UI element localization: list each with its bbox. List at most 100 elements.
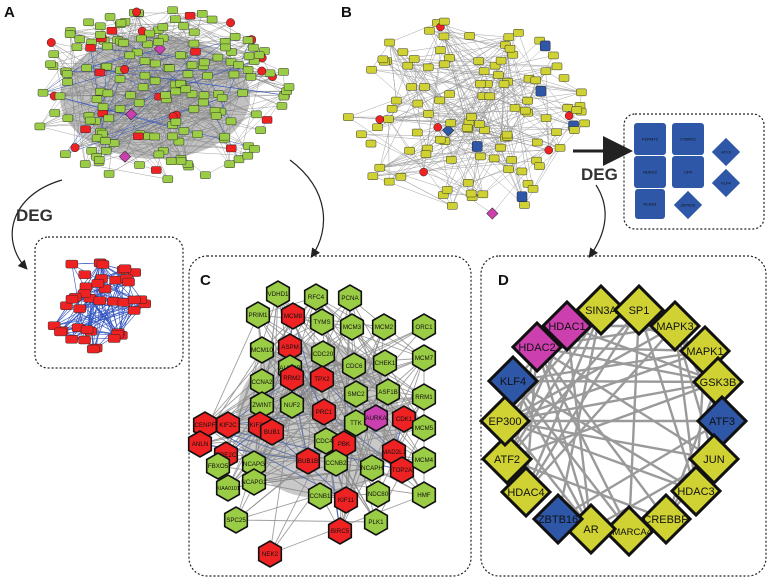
gene-node-yellow xyxy=(475,80,486,88)
gene-node-green xyxy=(118,39,129,47)
gene-node-green xyxy=(170,87,181,96)
network-edge-blue xyxy=(111,30,232,122)
gene-node-red xyxy=(391,405,417,433)
gene-node-yellow xyxy=(569,126,580,134)
gene-node-yellow xyxy=(412,99,424,108)
gene-node-red xyxy=(80,125,91,133)
network-edge xyxy=(402,36,509,53)
gene-node-red xyxy=(132,7,142,17)
gene-node-label: NUF2 xyxy=(284,402,301,409)
gene-node-label: RRM2 xyxy=(283,375,301,382)
gene-node-yellow xyxy=(612,283,666,337)
gene-node-label: BIRC5 xyxy=(331,528,350,535)
deg-b-node xyxy=(672,123,704,155)
network-edge xyxy=(66,73,86,165)
network-edge-blue xyxy=(100,41,226,132)
gene-node-label: CDK1 xyxy=(396,416,413,423)
deg-node-red xyxy=(80,325,94,334)
gene-node-yellow xyxy=(424,27,435,35)
network-edge xyxy=(39,21,126,127)
gene-node-label: CHEK1 xyxy=(375,360,396,367)
gene-node-green xyxy=(54,92,66,100)
gene-node-green xyxy=(164,64,175,72)
gene-node-yellow xyxy=(464,32,475,40)
gene-node-green xyxy=(215,474,241,502)
network-edge xyxy=(379,147,561,168)
network-edge xyxy=(469,35,561,149)
deg-edge xyxy=(60,301,114,333)
gene-node-green xyxy=(144,29,155,38)
network-edge xyxy=(536,346,667,520)
gene-node-yellow xyxy=(532,138,543,147)
network-edge xyxy=(382,59,481,157)
gene-node-green xyxy=(237,89,248,97)
gene-node-label: NCAPG2 xyxy=(241,479,267,486)
network-edge xyxy=(444,21,506,138)
panel-b-network xyxy=(343,17,590,220)
network-edge xyxy=(402,51,481,157)
gene-node-green xyxy=(411,313,437,341)
deg-node-red xyxy=(109,275,122,285)
network-edge xyxy=(444,45,546,142)
gene-node-green xyxy=(242,36,254,44)
gene-node-yellow xyxy=(402,61,414,70)
gene-node-red xyxy=(94,68,106,77)
gene-node-magenta xyxy=(363,404,389,432)
gene-node-green xyxy=(372,349,398,377)
network-edge xyxy=(69,34,76,148)
gene-node-yellow xyxy=(423,110,434,118)
network-edge xyxy=(139,15,191,135)
network-edge xyxy=(371,69,581,107)
network-edge xyxy=(67,62,205,75)
network-edge xyxy=(673,325,716,460)
gene-node-yellow xyxy=(540,67,552,75)
gene-node-yellow xyxy=(571,106,583,114)
gene-node-label: CCNB1 xyxy=(310,493,332,500)
gene-node-green xyxy=(91,95,103,104)
network-edge xyxy=(471,116,561,149)
network-edge xyxy=(391,36,509,109)
gene-node-label: MCM3 xyxy=(343,324,362,331)
gene-node-label: SIN3A xyxy=(585,305,617,317)
gene-node-green xyxy=(102,89,114,98)
gene-node-label: NDC80 xyxy=(368,491,389,498)
gene-node-green xyxy=(303,283,329,311)
gene-node-green xyxy=(134,161,145,169)
gene-node-green xyxy=(125,91,136,99)
gene-node-green xyxy=(189,28,200,37)
deg-node-red xyxy=(91,279,105,288)
gene-node-yellow xyxy=(522,96,533,105)
gene-node-blue xyxy=(486,354,540,408)
gene-node-yellow xyxy=(691,355,745,409)
network-edge xyxy=(178,114,257,142)
gene-node-green xyxy=(60,150,71,158)
network-edge xyxy=(253,396,425,465)
gene-node-green xyxy=(265,280,291,308)
gene-node-label: SPC25 xyxy=(226,517,246,524)
network-edge xyxy=(389,22,438,43)
gene-node-label: BUB1B xyxy=(298,458,318,465)
gene-node-yellow xyxy=(513,29,524,37)
deg-b-node-label: FERMT2 xyxy=(642,137,659,142)
deg-node-red xyxy=(78,335,91,345)
arrow-a-to-deg xyxy=(11,179,63,270)
gene-node-green xyxy=(264,69,276,78)
gene-node-red xyxy=(433,123,442,132)
gene-node-magenta xyxy=(486,207,499,220)
arrow-b-to-d xyxy=(588,184,606,258)
network-edge xyxy=(437,22,574,127)
network-edge xyxy=(379,36,509,120)
gene-node-red xyxy=(215,411,241,439)
gene-node-label: CREBBP xyxy=(643,514,688,526)
deg-b-node-label: ATF3 xyxy=(721,150,731,155)
deg-b-node-label: LIFR xyxy=(684,170,693,175)
network-edge xyxy=(178,136,225,142)
network-edge xyxy=(111,30,159,43)
gene-node-green xyxy=(71,43,83,51)
gene-node-label: SP1 xyxy=(629,305,650,317)
gene-node-yellow xyxy=(391,96,402,105)
gene-node-yellow xyxy=(367,172,379,180)
network-edge xyxy=(120,41,176,92)
